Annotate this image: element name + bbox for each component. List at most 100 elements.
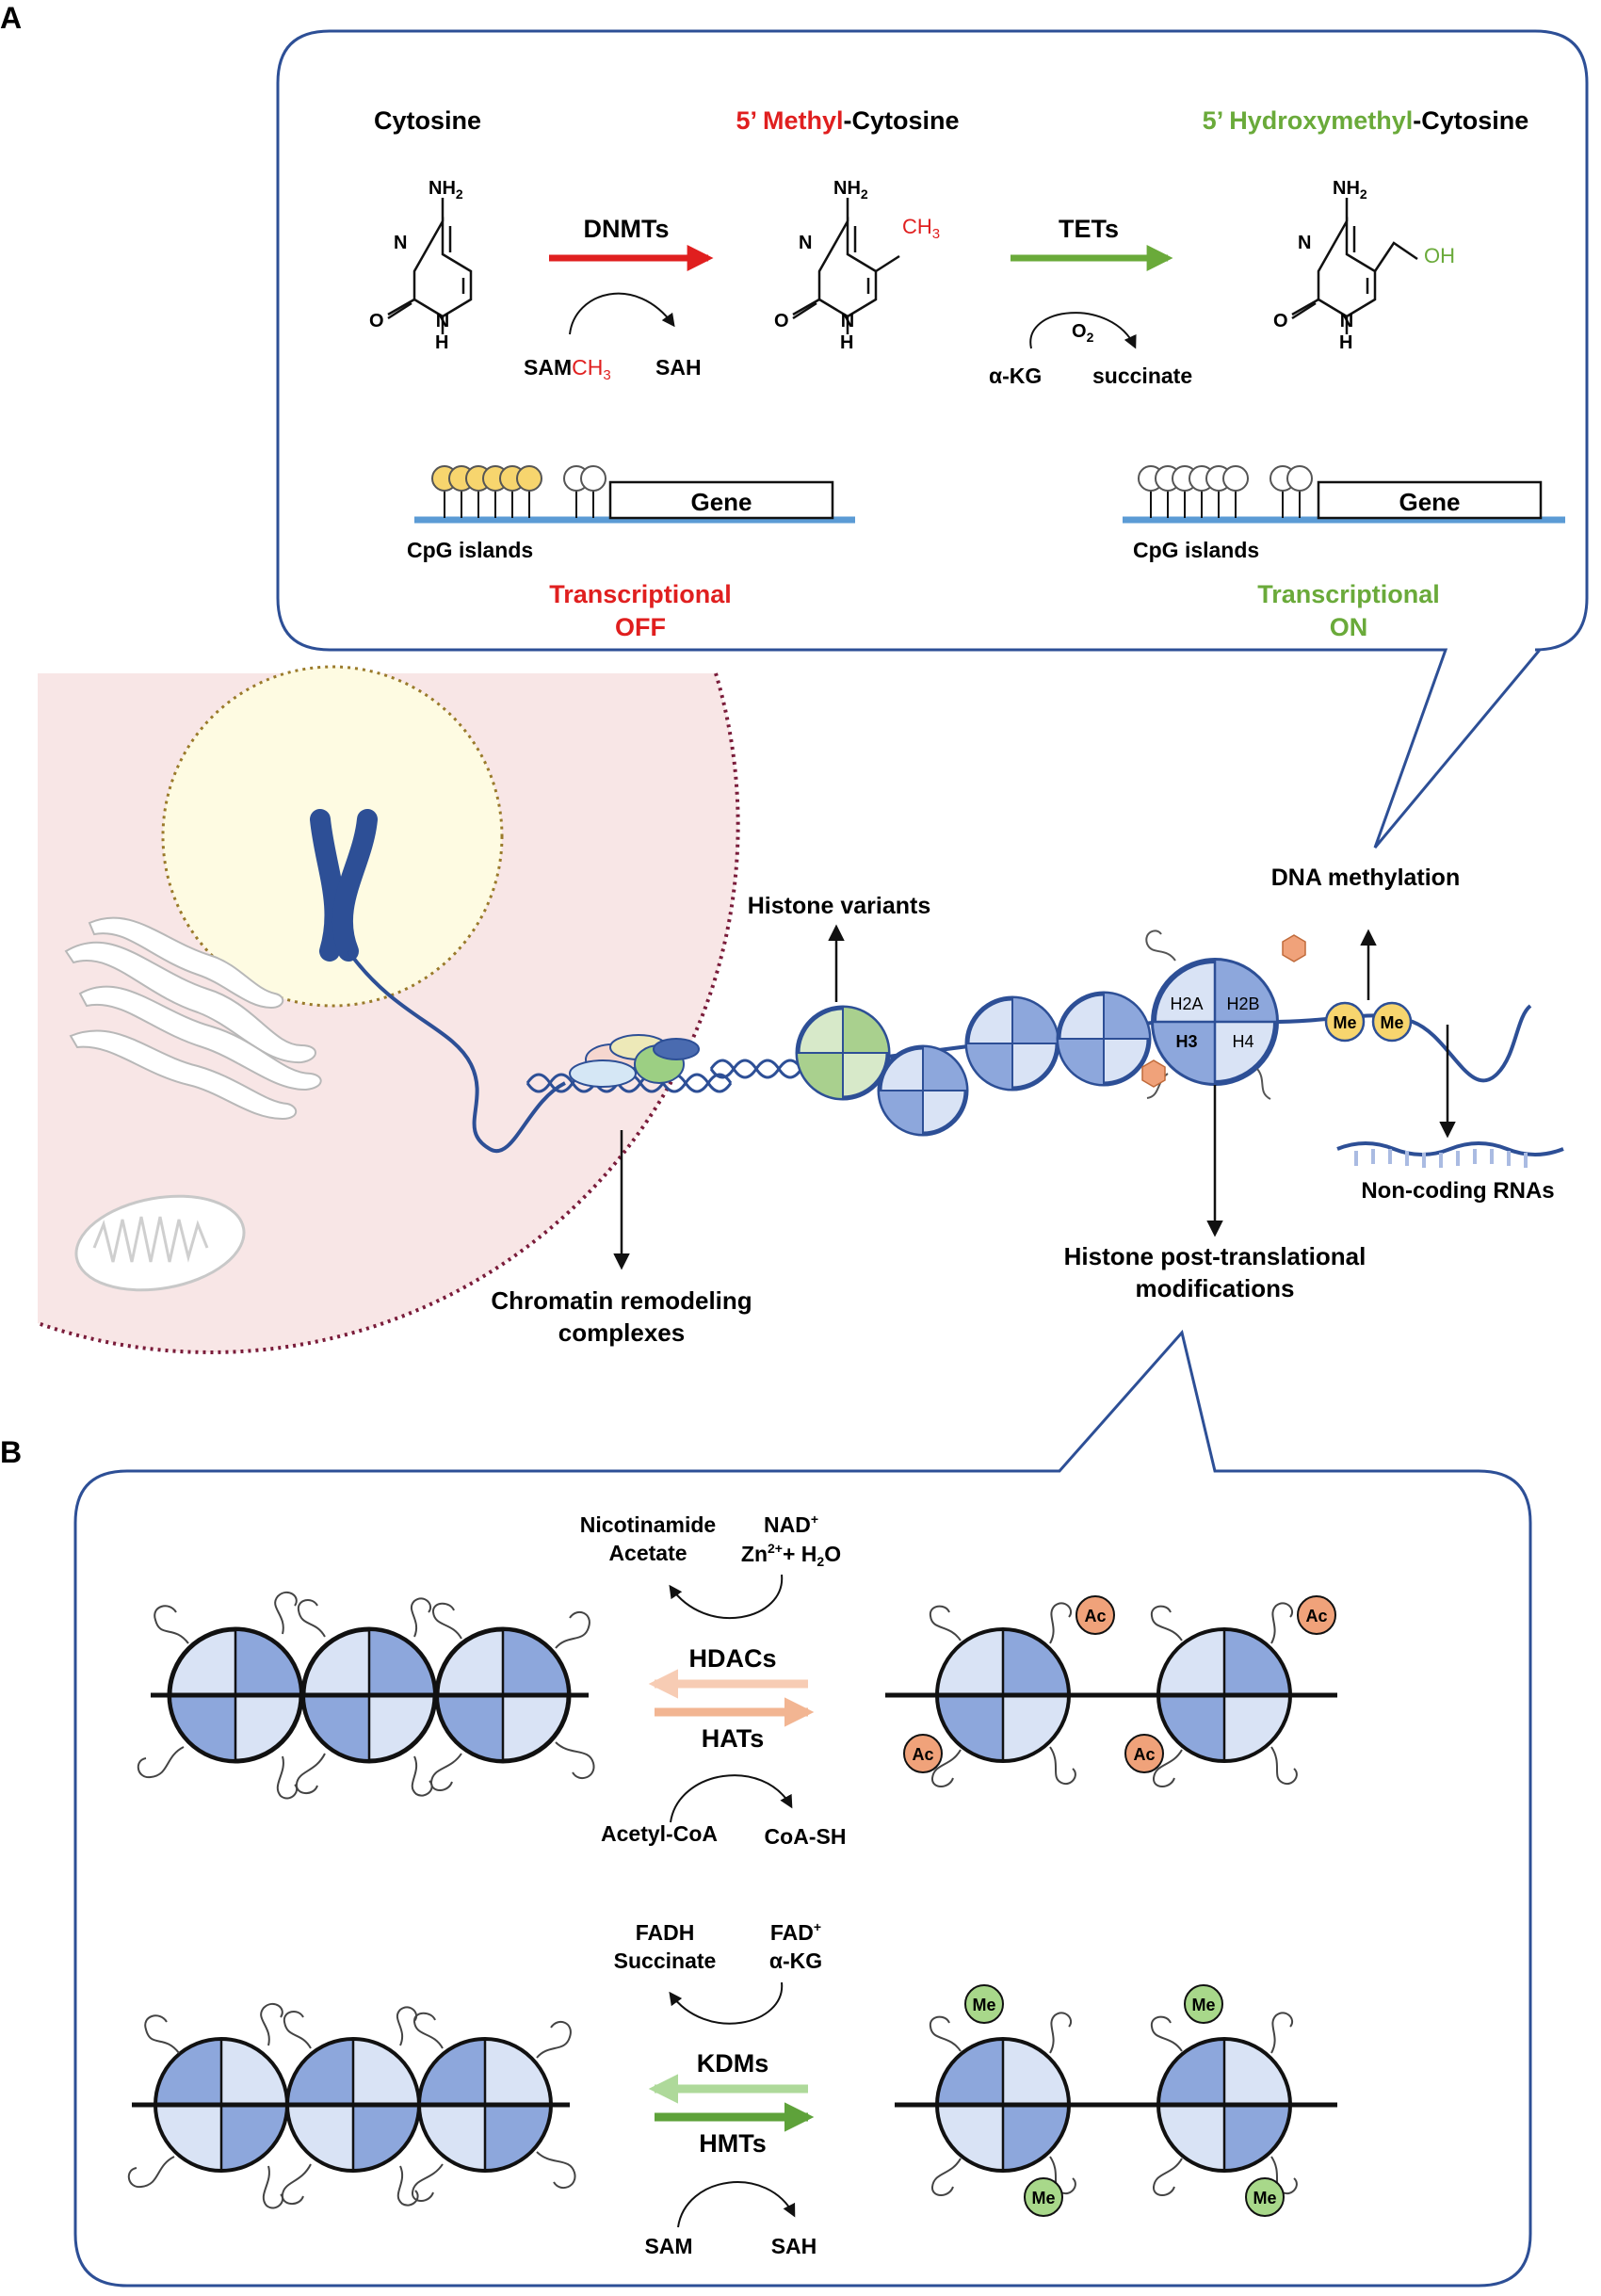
transcriptional-off-line1: Transcriptional (549, 580, 732, 608)
svg-text:NH2: NH2 (833, 178, 868, 202)
me-circle-2 (1371, 1001, 1413, 1043)
me-b-label-1: Me (972, 1996, 995, 2014)
nicotinamide-label: Nicotinamide (580, 1512, 716, 1537)
me-b-label-3: Me (1031, 2189, 1055, 2207)
hydroxymethylcytosine-labels: NH2 N N O H OH (1273, 178, 1455, 353)
ptm-hexagon-top (1282, 934, 1306, 962)
dnmts-label: DNMTs (584, 215, 670, 243)
methyl-cytosine-title: 5’ Methyl-Cytosine (736, 106, 959, 135)
transcriptional-on-line1: Transcriptional (1257, 580, 1440, 608)
kdm-cofactor-curve (669, 1981, 784, 2025)
cpg-unmethylated-gene (1123, 465, 1565, 524)
me-circle-1 (1324, 1001, 1366, 1043)
methylcytosine-labels: NH2 N N O H CH3 (774, 178, 940, 353)
cytosine-title: Cytosine (374, 106, 481, 135)
me-b-label-2: Me (1191, 1996, 1215, 2014)
chromatin-remodeling-line1: Chromatin remodeling (491, 1286, 752, 1315)
svg-text:N: N (1298, 233, 1311, 253)
ac-label-3: Ac (912, 1745, 933, 1764)
nucleosome-2 (964, 995, 1060, 1091)
svg-text:CH3: CH3 (902, 215, 940, 242)
cpg-label-off: CpG islands (407, 538, 533, 562)
svg-text:NH2: NH2 (429, 178, 463, 202)
methylcytosine-structure (792, 198, 900, 334)
hdacs-label: HDACs (688, 1644, 776, 1673)
svg-text:OH: OH (1424, 244, 1455, 267)
o2-label: O2 (1072, 321, 1094, 345)
hat-cofactor-curve (670, 1774, 793, 1823)
svg-text:N: N (841, 311, 854, 331)
me-label-1: Me (1333, 1013, 1356, 1032)
svg-text:N: N (394, 233, 407, 253)
compact-chromatin-methyl (127, 2002, 576, 2209)
histone-variants-label: Histone variants (748, 893, 931, 919)
transcriptional-off-line2: OFF (615, 613, 666, 641)
golgi-apparatus (64, 916, 322, 1121)
tets-label: TETs (1059, 215, 1119, 243)
nad-label: NAD+ (764, 1512, 818, 1537)
hmts-label: HMTs (699, 2129, 767, 2158)
coa-sh-label: CoA-SH (765, 1824, 847, 1849)
akg-label: α-KG (989, 364, 1042, 388)
svg-text:H: H (840, 332, 853, 353)
svg-text:N: N (799, 233, 812, 253)
nucleosome-1 (877, 1044, 969, 1137)
svg-text:N: N (436, 311, 449, 331)
panel-a-callout (276, 29, 1589, 849)
open-chromatin-methyl (895, 1984, 1337, 2217)
ac-label-4: Ac (1133, 1745, 1155, 1764)
akg-b-label: α-KG (769, 1948, 822, 1973)
svg-text:O: O (1273, 311, 1288, 331)
chromatin-remodeling-line2: complexes (558, 1318, 685, 1347)
succinate-b-label: Succinate (614, 1948, 717, 1973)
svg-text:H: H (1339, 332, 1352, 353)
cytosine-labels: NH2 N N O H (369, 178, 463, 353)
panel-label-b: B (0, 1435, 22, 1469)
fadh-label: FADH (636, 1920, 695, 1945)
gene-label-on: Gene (1399, 488, 1460, 516)
svg-text:O: O (774, 311, 789, 331)
cytosine-structure (387, 198, 473, 334)
chromosome-icon (310, 809, 378, 962)
hydroxymethyl-cytosine-title: 5’ Hydroxymethyl-Cytosine (1203, 106, 1529, 135)
open-chromatin-acetyl (885, 1595, 1337, 1787)
histone-ptm-line2: modifications (1135, 1274, 1294, 1302)
akg-succinate-curve (1029, 312, 1137, 349)
nucleosome-3 (1056, 991, 1152, 1087)
kdms-label: KDMs (697, 2049, 769, 2078)
noncoding-rnas-label: Non-coding RNAs (1361, 1178, 1554, 1204)
svg-text:N: N (1340, 311, 1353, 331)
h3-label: H3 (1175, 1032, 1197, 1051)
h4-label: H4 (1232, 1032, 1253, 1051)
gene-label-off: Gene (690, 488, 752, 516)
sah-label: SAH (655, 355, 702, 380)
svg-text:H: H (435, 332, 448, 353)
hmt-cofactor-curve (677, 2181, 796, 2228)
acetate-label: Acetate (608, 1541, 687, 1565)
sam-sah-curve (569, 292, 675, 335)
sam-b-label: SAM (644, 2234, 692, 2258)
histone-octamer-nucleosome (1145, 930, 1279, 1100)
chromatin-remodeling-complex (569, 1034, 700, 1088)
hdac-cofactor-curve (669, 1574, 784, 1620)
compact-chromatin-acetyl (137, 1591, 595, 1800)
panel-label-a: A (0, 1, 22, 35)
fad-label: FAD+ (770, 1919, 821, 1945)
svg-text:NH2: NH2 (1333, 178, 1367, 202)
noncoding-rna-icon (1336, 1141, 1564, 1168)
me-b-label-4: Me (1253, 2189, 1276, 2207)
sam-ch3-label: SAMCH3 (524, 355, 611, 383)
ac-label-1: Ac (1084, 1607, 1106, 1625)
hats-label: HATs (702, 1724, 765, 1753)
h2a-label: H2A (1170, 994, 1203, 1013)
transcriptional-on-line2: ON (1330, 613, 1368, 641)
acetyl-coa-label: Acetyl-CoA (601, 1821, 718, 1846)
histone-variant-nucleosome (795, 1005, 891, 1101)
cpg-label-on: CpG islands (1133, 538, 1259, 562)
zn-h2o-label: Zn2++ H2O (741, 1541, 841, 1569)
panel-b-callout (73, 1329, 1532, 2288)
cpg-methylated-gene (414, 465, 855, 524)
ac-label-2: Ac (1305, 1607, 1327, 1625)
dna-methylation-label: DNA methylation (1271, 865, 1460, 891)
